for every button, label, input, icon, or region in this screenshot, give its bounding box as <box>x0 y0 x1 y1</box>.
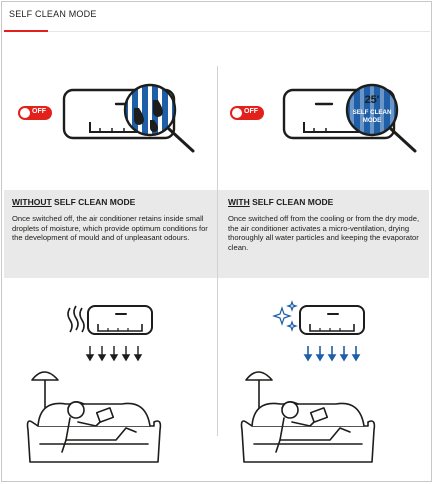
lens-number: 25' <box>365 94 380 106</box>
text-band <box>4 190 429 278</box>
mould-wave-icon <box>67 305 85 333</box>
person-on-sofa-icon <box>26 371 162 463</box>
toggle-knob <box>20 108 30 118</box>
right-heading: WITH SELF CLEAN MODE <box>228 197 333 207</box>
magnifier-icon <box>123 83 195 153</box>
column-divider <box>217 66 218 436</box>
right-heading-rest: SELF CLEAN MODE <box>249 197 334 207</box>
right-heading-emph: WITH <box>228 197 250 207</box>
off-label: OFF <box>32 108 46 115</box>
left-heading-emph: WITHOUT <box>12 197 52 207</box>
water-drop-icon <box>150 120 158 132</box>
airflow-arrow-icon <box>303 346 361 362</box>
toggle-knob <box>232 108 242 118</box>
air-conditioner-small-icon <box>67 305 153 362</box>
lens-line2: MODE <box>363 117 382 124</box>
person-on-sofa-icon <box>240 371 376 463</box>
floor-lamp-icon <box>245 371 273 381</box>
airflow-arrow-icon <box>85 346 143 362</box>
floor-lamp-icon <box>31 371 59 381</box>
toggle-off-icon: OFF <box>230 106 264 120</box>
water-drop-icon <box>134 108 144 125</box>
magnifier-icon: 25' SELF CLEAN MODE <box>345 83 417 153</box>
water-drop-icon <box>153 100 163 117</box>
lens-line1: SELF CLEAN <box>353 109 392 116</box>
left-description: Once switched off, the air conditioner r… <box>12 214 208 243</box>
off-label: OFF <box>244 108 258 115</box>
title-underline <box>4 30 48 32</box>
left-heading-rest: SELF CLEAN MODE <box>51 197 136 207</box>
toggle-off-icon: OFF <box>18 106 52 120</box>
page-title: SELF CLEAN MODE <box>9 9 97 19</box>
sparkle-icon <box>272 300 298 332</box>
right-description: Once switched off from the cooling or fr… <box>228 214 420 252</box>
left-heading: WITHOUT SELF CLEAN MODE <box>12 197 135 207</box>
air-conditioner-small-icon <box>272 300 365 362</box>
header-rule <box>48 31 430 32</box>
